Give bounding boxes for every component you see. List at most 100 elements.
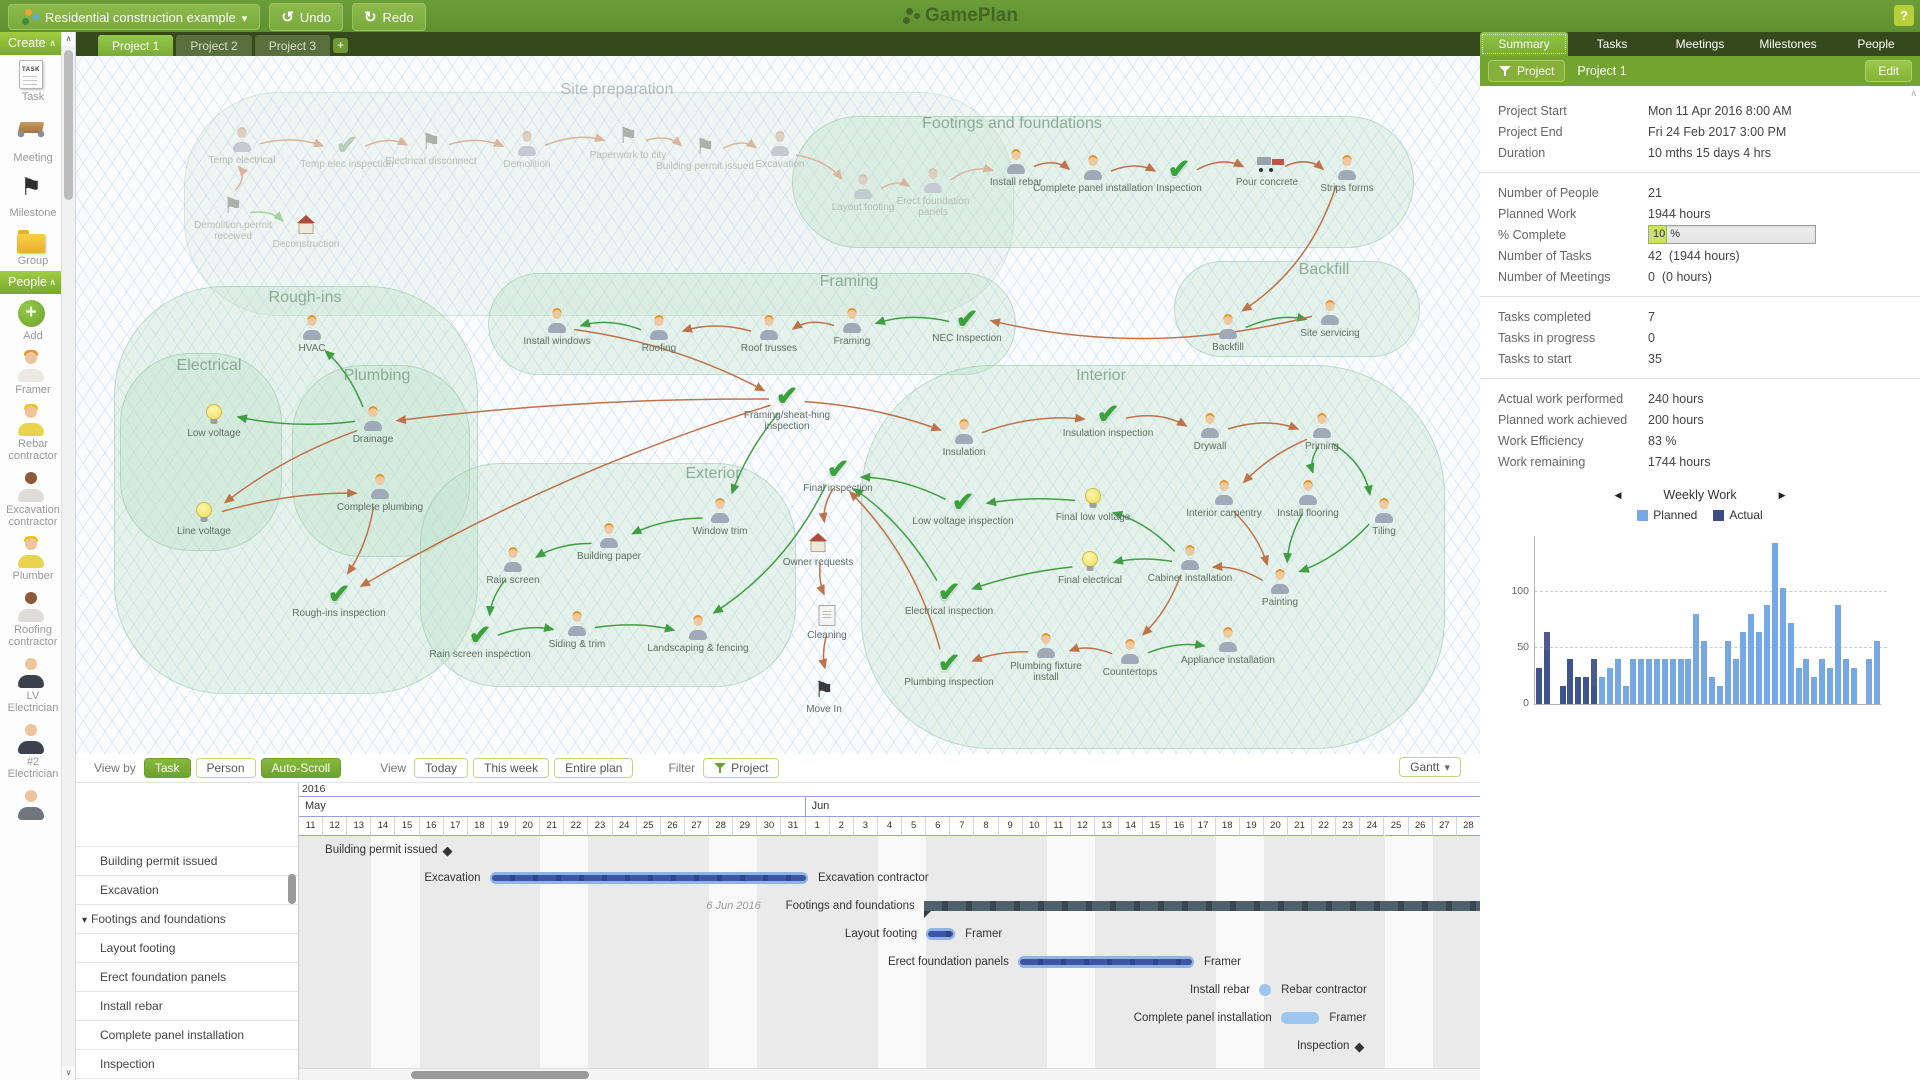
node-drainage[interactable]: Drainage: [293, 407, 453, 445]
sidebar-scrollbar-thumb[interactable]: [64, 50, 73, 200]
node-erect-foundation-panels[interactable]: Erect foundation panels: [853, 169, 1013, 218]
node-pour-concrete[interactable]: Pour concrete: [1187, 150, 1347, 188]
edit-button[interactable]: Edit: [1865, 60, 1912, 82]
node-final-inspection[interactable]: Final inspection: [758, 456, 918, 494]
node-complete-plumbing[interactable]: Complete plumbing: [300, 475, 460, 513]
undo-button[interactable]: Undo: [269, 3, 343, 31]
chart-prev-icon[interactable]: [1614, 490, 1621, 501]
zone-footings-and-foundations[interactable]: Footings and foundations: [792, 115, 1414, 248]
node-building-permit-issued[interactable]: Building permit issued: [625, 134, 785, 172]
node-electrical-inspection[interactable]: Electrical inspection: [869, 579, 1029, 617]
panel-tab-summary[interactable]: Summary: [1480, 32, 1568, 56]
sidebar-scrollbar[interactable]: [61, 32, 75, 1080]
tasklist-row-erect-foundation-panels[interactable]: Erect foundation panels: [76, 962, 298, 991]
node-install-flooring[interactable]: Install flooring: [1228, 481, 1388, 519]
node-nec-inspection[interactable]: NEC Inspection: [887, 306, 1047, 344]
tasklist-row-install-rebar[interactable]: Install rebar: [76, 991, 298, 1020]
node-layout-footing[interactable]: Layout footing: [783, 175, 943, 213]
tasklist-scrollbar-thumb[interactable]: [288, 874, 296, 904]
scroll-up-icon[interactable]: [62, 32, 75, 46]
node-drywall[interactable]: Drywall: [1130, 414, 1290, 452]
gantt-bar[interactable]: [1259, 984, 1272, 996]
node-appliance-installation[interactable]: Appliance installation: [1148, 628, 1308, 666]
chart-next-icon[interactable]: [1779, 490, 1786, 501]
milestone-diamond-icon[interactable]: [1354, 1039, 1364, 1055]
node-cleaning[interactable]: Cleaning: [747, 603, 907, 641]
node-landscaping-fencing[interactable]: Landscaping & fencing: [618, 616, 778, 654]
viewby-auto-scroll[interactable]: Auto-Scroll: [260, 758, 342, 778]
sidebar-item-plumber[interactable]: Plumber: [0, 532, 62, 586]
gantt-bar[interactable]: [1017, 956, 1194, 968]
sidebar-header-create[interactable]: Create: [0, 32, 62, 55]
node-low-voltage[interactable]: Low voltage: [134, 401, 294, 439]
viewby-task[interactable]: Task: [143, 758, 191, 778]
node-line-voltage[interactable]: Line voltage: [124, 499, 284, 537]
sidebar-item-rebar-contractor[interactable]: Rebar contractor: [0, 400, 62, 466]
panel-tab-milestones[interactable]: Milestones: [1759, 37, 1817, 51]
node-rough-ins-inspection[interactable]: Rough-ins inspection: [259, 581, 419, 619]
node-roofing[interactable]: Roofing: [579, 316, 739, 354]
tasklist-row-footings-and-foundations[interactable]: Footings and foundations: [76, 904, 298, 933]
node-install-windows[interactable]: Install windows: [477, 309, 637, 347]
node-inspection[interactable]: Inspection: [1099, 156, 1259, 194]
node-paperwork-to-city[interactable]: Paperwork to city: [548, 123, 708, 161]
sidebar-item-group[interactable]: Group: [0, 223, 62, 271]
tasklist-row-layout-footing[interactable]: Layout footing: [76, 933, 298, 962]
view-this-week[interactable]: This week: [473, 758, 550, 778]
node-install-rebar[interactable]: Install rebar: [936, 150, 1096, 188]
zone-electrical[interactable]: Electrical: [120, 353, 282, 551]
node-siding-trim[interactable]: Siding & trim: [497, 612, 657, 650]
node-insulation[interactable]: Insulation: [884, 420, 1044, 458]
node-rain-screen[interactable]: Rain screen: [433, 548, 593, 586]
node-painting[interactable]: Painting: [1200, 570, 1360, 608]
help-button[interactable]: ?: [1894, 5, 1914, 26]
panel-filter-button[interactable]: Project: [1488, 60, 1566, 82]
node-complete-panel-installation[interactable]: Complete panel installation: [1013, 156, 1173, 194]
sidebar-item-add[interactable]: +Add: [0, 294, 62, 346]
sidebar-item-excavation-contractor[interactable]: Excavation contractor: [0, 466, 62, 532]
gantt-bar[interactable]: [926, 928, 956, 940]
node-building-paper[interactable]: Building paper: [529, 524, 689, 562]
filter-project-button[interactable]: Project: [703, 758, 780, 778]
plan-selector-button[interactable]: Residential construction example: [8, 4, 261, 30]
panel-tab-tasks[interactable]: Tasks: [1596, 37, 1628, 51]
node-backfill[interactable]: Backfill: [1148, 315, 1308, 353]
sidebar-item-roofing-contractor[interactable]: Roofing contractor: [0, 586, 62, 652]
node-window-trim[interactable]: Window trim: [640, 499, 800, 537]
node-move-in[interactable]: Move In: [744, 677, 904, 715]
zone-backfill[interactable]: Backfill: [1174, 261, 1420, 357]
panel-tab-people[interactable]: People: [1857, 37, 1895, 51]
node-insulation-inspection[interactable]: Insulation inspection: [1028, 401, 1188, 439]
gantt-hscrollbar[interactable]: [299, 1068, 1480, 1080]
panel-tab-meetings[interactable]: Meetings: [1675, 37, 1725, 51]
zone-framing[interactable]: Framing: [488, 273, 1016, 375]
node-plumbing-inspection[interactable]: Plumbing inspection: [869, 650, 1029, 688]
tasklist-row-pour-concrete[interactable]: Pour concrete: [76, 1078, 298, 1080]
sidebar-item--2-electrician[interactable]: #2 Electrician: [0, 718, 62, 784]
node-cabinet-installation[interactable]: Cabinet installation: [1110, 546, 1270, 584]
node-hvac[interactable]: HVAC: [232, 316, 392, 354]
zone-site-preparation[interactable]: Site preparation: [184, 81, 1014, 316]
node-low-voltage-inspection[interactable]: Low voltage inspection: [883, 489, 1043, 527]
gantt-hscrollbar-thumb[interactable]: [411, 1071, 589, 1079]
viewby-person[interactable]: Person: [195, 758, 256, 778]
node-temp-electrical[interactable]: Temp electrical: [162, 128, 322, 166]
node-roof-trusses[interactable]: Roof trusses: [689, 316, 849, 354]
sidebar-item-lv-electrician[interactable]: LV Electrician: [0, 652, 62, 718]
node-deconstruction[interactable]: Deconstruction: [226, 212, 386, 250]
tasklist-row-excavation[interactable]: Excavation: [76, 875, 298, 904]
node-demolition-permit-received[interactable]: Demolition permit received: [153, 193, 313, 242]
node-temp-elec-inspection[interactable]: Temp elec inspection: [267, 132, 427, 170]
node-owner-requests[interactable]: Owner requests: [738, 530, 898, 568]
node-interior-carpentry[interactable]: Interior carpentry: [1144, 481, 1304, 519]
tab-project-3[interactable]: Project 3: [254, 35, 331, 56]
node-site-servicing[interactable]: Site servicing: [1250, 301, 1410, 339]
node-framing[interactable]: Framing: [772, 309, 932, 347]
node-demolition[interactable]: Demolition: [447, 132, 607, 170]
node-tiling[interactable]: Tiling: [1304, 499, 1464, 537]
redo-button[interactable]: Redo: [351, 3, 426, 31]
add-project-tab-button[interactable]: +: [333, 38, 349, 53]
